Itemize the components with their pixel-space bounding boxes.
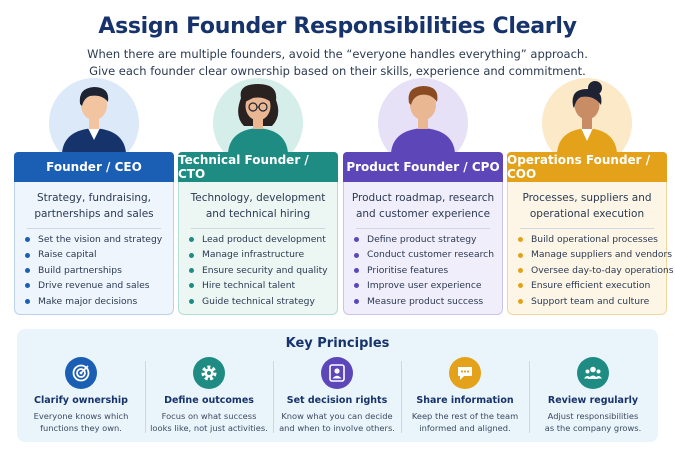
list-item: Conduct customer research (354, 247, 500, 262)
founder-card: Processes, suppliers and operational exe… (507, 182, 674, 315)
responsibility-list: Define product strategy Conduct customer… (354, 232, 500, 309)
bullet-dot (189, 252, 194, 258)
founder-description: Processes, suppliers and operational exe… (522, 192, 652, 220)
cto-avatar-illustration (228, 84, 288, 153)
bullet-dot (189, 237, 194, 243)
founder-description: Strategy, fundraising, partnerships and … (34, 192, 154, 220)
list-item: Raise capital (25, 247, 171, 262)
list-item: Build partnerships (25, 263, 171, 278)
bullet-dot (25, 267, 30, 273)
list-item: Improve user experience (354, 278, 500, 293)
principle-set-decision-rights: Set decision rights Know what you can de… (273, 355, 401, 439)
bullet-dot (189, 298, 194, 304)
divider (529, 361, 530, 433)
founder-role-header: Operations Founder / COO (507, 152, 667, 182)
bullet-dot (25, 298, 30, 304)
page-title: Assign Founder Responsibilities Clearly (98, 14, 577, 39)
ceo-avatar-illustration (62, 87, 126, 153)
list-item: Lead product development (189, 232, 335, 247)
divider (401, 361, 402, 433)
cpo-avatar-illustration (391, 86, 455, 153)
list-item: Manage suppliers and vendors (518, 247, 672, 262)
subtitle-line-1: When there are multiple founders, avoid … (87, 47, 588, 61)
bullet-dot (25, 252, 30, 258)
list-item: Guide technical strategy (189, 294, 335, 309)
bullet-dot (518, 298, 523, 304)
responsibility-list: Build operational processes Manage suppl… (518, 232, 674, 309)
list-item: Set the vision and strategy (25, 232, 171, 247)
subtitle-line-2: Give each founder clear ownership based … (89, 64, 586, 78)
bullet-dot (518, 267, 523, 273)
principle-share-information: Share information Keep the rest of the t… (401, 355, 529, 439)
list-item: Hire technical talent (189, 278, 335, 293)
divider (191, 228, 325, 229)
bullet-dot (354, 298, 359, 304)
divider (145, 361, 146, 433)
list-item: Build operational processes (518, 232, 664, 247)
list-item: Ensure security and quality (189, 263, 335, 278)
list-item: Prioritise features (354, 263, 500, 278)
bullet-dot (518, 283, 523, 289)
founder-ceo-column: Founder / CEO Strategy, fundraising, par… (14, 78, 174, 316)
bullet-dot (354, 283, 359, 289)
bullet-dot (354, 252, 359, 258)
coo-avatar-illustration (557, 81, 617, 153)
principle-title: Share information (416, 395, 514, 406)
divider (520, 228, 654, 229)
bullet-dot (518, 237, 523, 243)
founder-description: Product roadmap, research and customer e… (351, 192, 495, 220)
founder-role-header: Product Founder / CPO (343, 152, 503, 182)
divider (273, 361, 274, 433)
gear-icon (193, 357, 225, 389)
responsibility-list: Lead product development Manage infrastr… (189, 232, 335, 309)
divider (27, 228, 161, 229)
person-icon (321, 357, 353, 389)
founder-description: Technology, development and technical hi… (190, 192, 326, 220)
principle-title: Clarify ownership (34, 395, 128, 406)
list-item: Drive revenue and sales (25, 278, 171, 293)
founder-cpo-column: Product Founder / CPO Product roadmap, r… (343, 78, 503, 316)
founder-coo-column: Operations Founder / COO Processes, supp… (507, 78, 674, 316)
key-principles-title: Key Principles (285, 336, 390, 351)
bullet-dot (189, 283, 194, 289)
responsibility-list: Set the vision and strategy Raise capita… (25, 232, 171, 309)
principle-title: Set decision rights (286, 395, 388, 406)
list-item: Oversee day-to-day operations (518, 263, 674, 278)
founder-card: Technology, development and technical hi… (178, 182, 338, 315)
chat-bubble-icon (449, 357, 481, 389)
bullet-dot (518, 252, 523, 258)
list-item: Make major decisions (25, 294, 171, 309)
list-item: Measure product success (354, 294, 500, 309)
divider (356, 228, 490, 229)
founder-cto-column: Technical Founder / CTO Technology, deve… (178, 78, 338, 316)
list-item: Define product strategy (354, 232, 500, 247)
principle-review-regularly: Review regularly Adjust responsibilities… (529, 355, 657, 439)
founder-card: Strategy, fundraising, partnerships and … (14, 182, 174, 315)
list-item: Support team and culture (518, 294, 664, 309)
bullet-dot (354, 267, 359, 273)
principle-title: Define outcomes (164, 395, 254, 406)
list-item: Manage infrastructure (189, 247, 335, 262)
key-principles-panel: Key Principles Clarify ownership Everyon… (17, 329, 658, 442)
team-icon (577, 357, 609, 389)
principle-title: Review regularly (547, 395, 639, 406)
founder-role-header: Technical Founder / CTO (178, 152, 338, 182)
list-item: Ensure efficient execution (518, 278, 664, 293)
bullet-dot (25, 237, 30, 243)
bullet-dot (189, 267, 194, 273)
bullet-dot (354, 237, 359, 243)
founder-card: Product roadmap, research and customer e… (343, 182, 503, 315)
founder-role-header: Founder / CEO (14, 152, 174, 182)
target-icon (65, 357, 97, 389)
bullet-dot (25, 283, 30, 289)
